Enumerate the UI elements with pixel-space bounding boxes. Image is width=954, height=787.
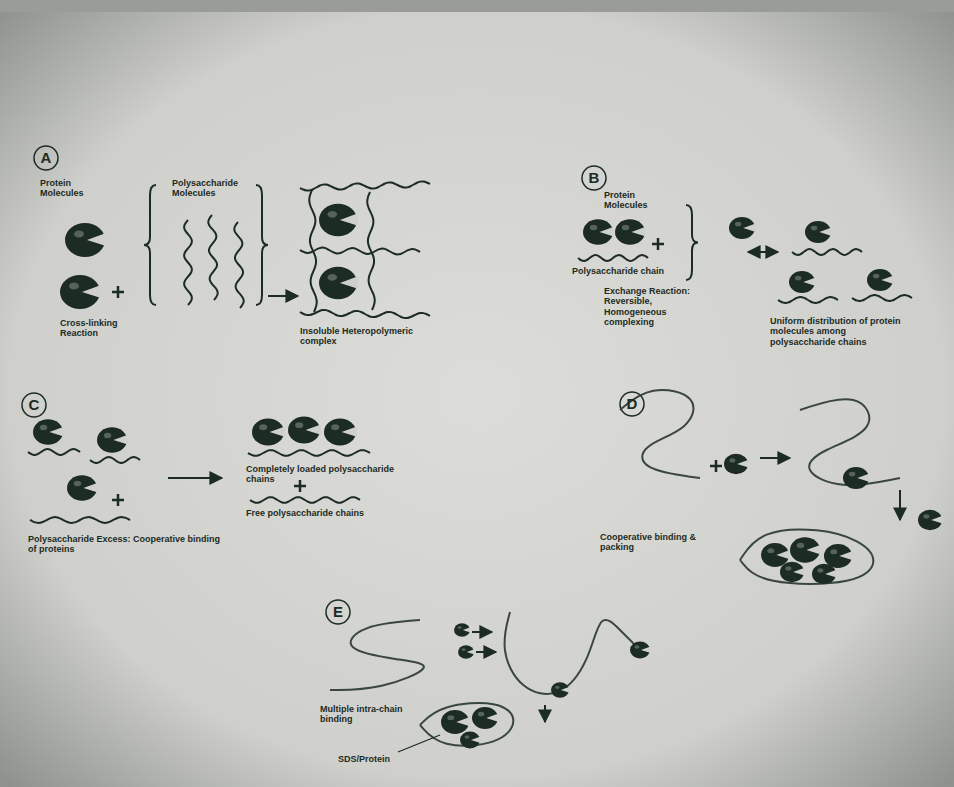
- protein-molecule: [319, 267, 358, 299]
- protein-molecule: [441, 710, 470, 734]
- bracket: [144, 185, 156, 305]
- protein-molecule: [805, 221, 832, 243]
- protein-molecule: [454, 623, 470, 637]
- protein-molecule: [729, 217, 756, 239]
- polysaccharide-chain: [208, 215, 217, 300]
- polysaccharide-chain: [184, 220, 192, 305]
- panel-ring: [34, 146, 58, 170]
- figure-label: Polysaccharide Molecules: [172, 178, 262, 199]
- figure-label: Insoluble Heteropolymeric complex: [300, 326, 420, 347]
- leader-line: [398, 735, 440, 752]
- figure-label: Multiple intra-chain binding: [320, 704, 415, 725]
- reaction-arrow: [760, 457, 790, 459]
- protein-molecule: [97, 427, 128, 453]
- polymer-loop: [740, 530, 873, 584]
- figure-label: Polysaccharide chain: [572, 266, 672, 276]
- polysaccharide-chain: [792, 249, 862, 255]
- panel-letter: C: [25, 396, 43, 413]
- panel-ring: [22, 393, 46, 417]
- polysaccharide-chain: [90, 457, 140, 463]
- figure-label: SDS/Protein: [338, 754, 398, 764]
- protein-molecule: [812, 564, 837, 584]
- top-edge: [0, 0, 954, 12]
- protein-molecule: [724, 454, 749, 474]
- protein-molecule: [319, 204, 358, 236]
- protein-molecule: [790, 537, 821, 563]
- figure-label: Free polysaccharide chains: [246, 508, 396, 518]
- protein-molecule: [472, 707, 499, 729]
- protein-molecule: [33, 419, 64, 445]
- polymer-loop: [505, 612, 640, 694]
- protein-molecule: [460, 732, 481, 749]
- figure-label: Cooperative binding & packing: [600, 532, 730, 553]
- polymer-loop: [620, 390, 700, 478]
- figure-label: Protein Molecules: [40, 178, 115, 199]
- polysaccharide-chain: [250, 497, 360, 503]
- protein-molecule: [789, 271, 816, 293]
- protein-molecule: [780, 562, 805, 582]
- reaction-arrow: [748, 251, 778, 253]
- plus-sign: [112, 494, 124, 506]
- protein-molecule: [252, 418, 285, 445]
- protein-molecule: [615, 219, 646, 245]
- reaction-arrow: [899, 490, 901, 520]
- bracket: [256, 185, 268, 305]
- polysaccharide-chain: [30, 517, 130, 523]
- protein-molecule: [867, 269, 894, 291]
- plus-sign: [294, 480, 306, 492]
- polysaccharide-chain: [309, 190, 316, 312]
- protein-molecule: [918, 510, 943, 530]
- polysaccharide-chain: [852, 295, 912, 301]
- protein-molecule: [583, 219, 614, 245]
- protein-molecule: [458, 645, 474, 659]
- polysaccharide-chain: [300, 310, 430, 318]
- protein-molecule: [67, 475, 98, 501]
- figure-label: Polysaccharide Excess: Cooperative bindi…: [28, 534, 228, 555]
- protein-molecule: [324, 418, 357, 445]
- plus-sign: [652, 238, 664, 250]
- polysaccharide-chain: [367, 192, 374, 310]
- figure-label: Exchange Reaction: Reversible, Homogeneo…: [604, 286, 714, 327]
- panel-letter: B: [585, 169, 603, 186]
- protein-molecule: [288, 416, 321, 443]
- polysaccharide-chain: [300, 181, 430, 190]
- polymer-loop: [330, 620, 424, 690]
- figure-label: Protein Molecules: [604, 190, 664, 211]
- reaction-arrow: [544, 705, 546, 722]
- polysaccharide-chain: [778, 297, 838, 303]
- figure-label: Completely loaded polysaccharide chains: [246, 464, 396, 485]
- polysaccharide-chain: [248, 450, 370, 456]
- reaction-arrow: [268, 295, 298, 297]
- panel-ring: [326, 600, 350, 624]
- protein-molecule: [551, 682, 569, 697]
- panel-letter: A: [37, 149, 55, 166]
- reaction-arrow: [476, 651, 496, 653]
- protein-molecule: [843, 467, 870, 489]
- polysaccharide-chain: [300, 248, 420, 255]
- protein-molecule: [630, 642, 651, 659]
- panel-letter: D: [623, 395, 641, 412]
- protein-molecule: [65, 223, 106, 257]
- protein-molecule: [60, 275, 101, 309]
- panel-ring: [582, 166, 606, 190]
- drawing: [22, 146, 943, 752]
- plus-sign: [710, 460, 722, 472]
- reaction-arrow: [168, 477, 222, 479]
- protein-molecule: [824, 544, 853, 568]
- polysaccharide-chain: [28, 449, 80, 455]
- plus-sign: [112, 286, 124, 298]
- bracket: [686, 205, 698, 280]
- figure-label: Cross-linking Reaction: [60, 318, 140, 339]
- panel-letter: E: [329, 603, 347, 620]
- polysaccharide-chain: [578, 255, 648, 261]
- polysaccharide-chain: [234, 222, 243, 308]
- reaction-arrow: [472, 631, 492, 633]
- protein-molecule: [761, 543, 790, 567]
- figure-label: Uniform distribution of protein molecule…: [770, 316, 910, 347]
